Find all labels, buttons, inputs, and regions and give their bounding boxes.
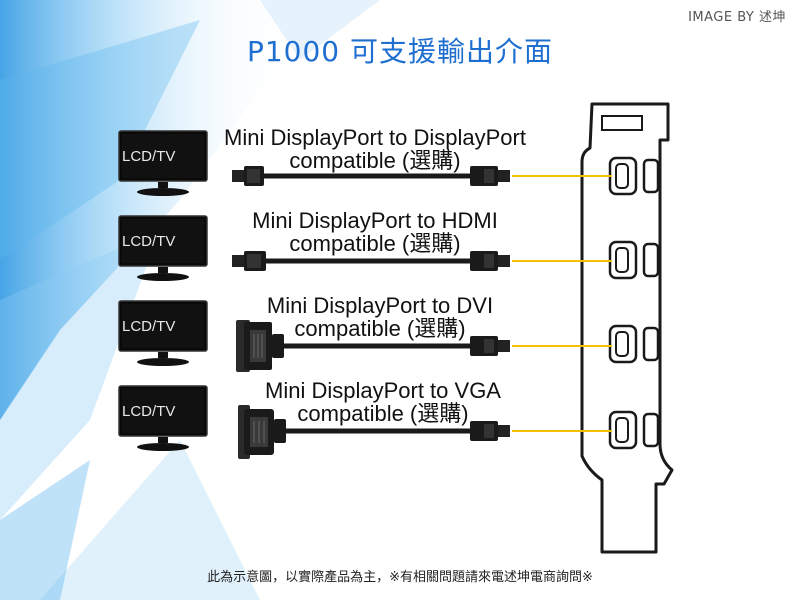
cable-graphic: [236, 320, 612, 372]
connection-row-dvi: LCD/TV Mini DisplayPort to DVI compatibl…: [0, 294, 800, 390]
monitor-label: LCD/TV: [122, 318, 176, 335]
monitor-label: LCD/TV: [122, 148, 176, 165]
monitor-icon: [118, 300, 208, 366]
cable-name: Mini DisplayPort to HDMI: [252, 208, 498, 233]
cable-name: Mini DisplayPort to DisplayPort: [224, 125, 526, 150]
cable-graphic: [232, 251, 612, 271]
cable-graphic: [232, 166, 612, 186]
page-title: P1000 可支援輸出介面: [246, 35, 554, 68]
cable-compat: compatible (選購): [289, 231, 461, 256]
cable-label: Mini DisplayPort to HDMI compatible (選購): [220, 209, 530, 255]
connection-row-displayport: LCD/TV Mini DisplayPort to DisplayPort c…: [0, 126, 800, 220]
cable-graphic: [238, 405, 612, 459]
cable-label: Mini DisplayPort to DisplayPort compatib…: [210, 126, 540, 172]
monitor-icon: [118, 215, 208, 281]
footer-note: 此為示意圖，以實際產品為主，※有相關問題請來電述坤電商詢問※: [207, 570, 593, 585]
cable-name: Mini DisplayPort to DVI: [266, 293, 494, 318]
monitor-icon: [118, 385, 208, 451]
monitor-label: LCD/TV: [122, 403, 176, 420]
cable-label: Mini DisplayPort to VGA compatible (選購): [238, 379, 528, 425]
port-group: [608, 156, 660, 450]
cable-compat: compatible (選購): [294, 316, 466, 341]
connection-row-hdmi: LCD/TV Mini DisplayPort to HDMI compatib…: [0, 209, 800, 305]
monitor-icon: [118, 130, 208, 196]
pci-bracket: [580, 102, 674, 554]
cable-label: Mini DisplayPort to DVI compatible (選購): [230, 294, 530, 340]
cable-compat: compatible (選購): [289, 148, 461, 173]
connection-row-vga: LCD/TV Mini DisplayPort to VGA compatibl…: [0, 379, 800, 475]
monitor-label: LCD/TV: [122, 233, 176, 250]
cable-name: Mini DisplayPort to VGA: [265, 378, 501, 403]
image-credit: IMAGE BY 述坤: [688, 10, 786, 25]
cable-compat: compatible (選購): [297, 401, 469, 426]
